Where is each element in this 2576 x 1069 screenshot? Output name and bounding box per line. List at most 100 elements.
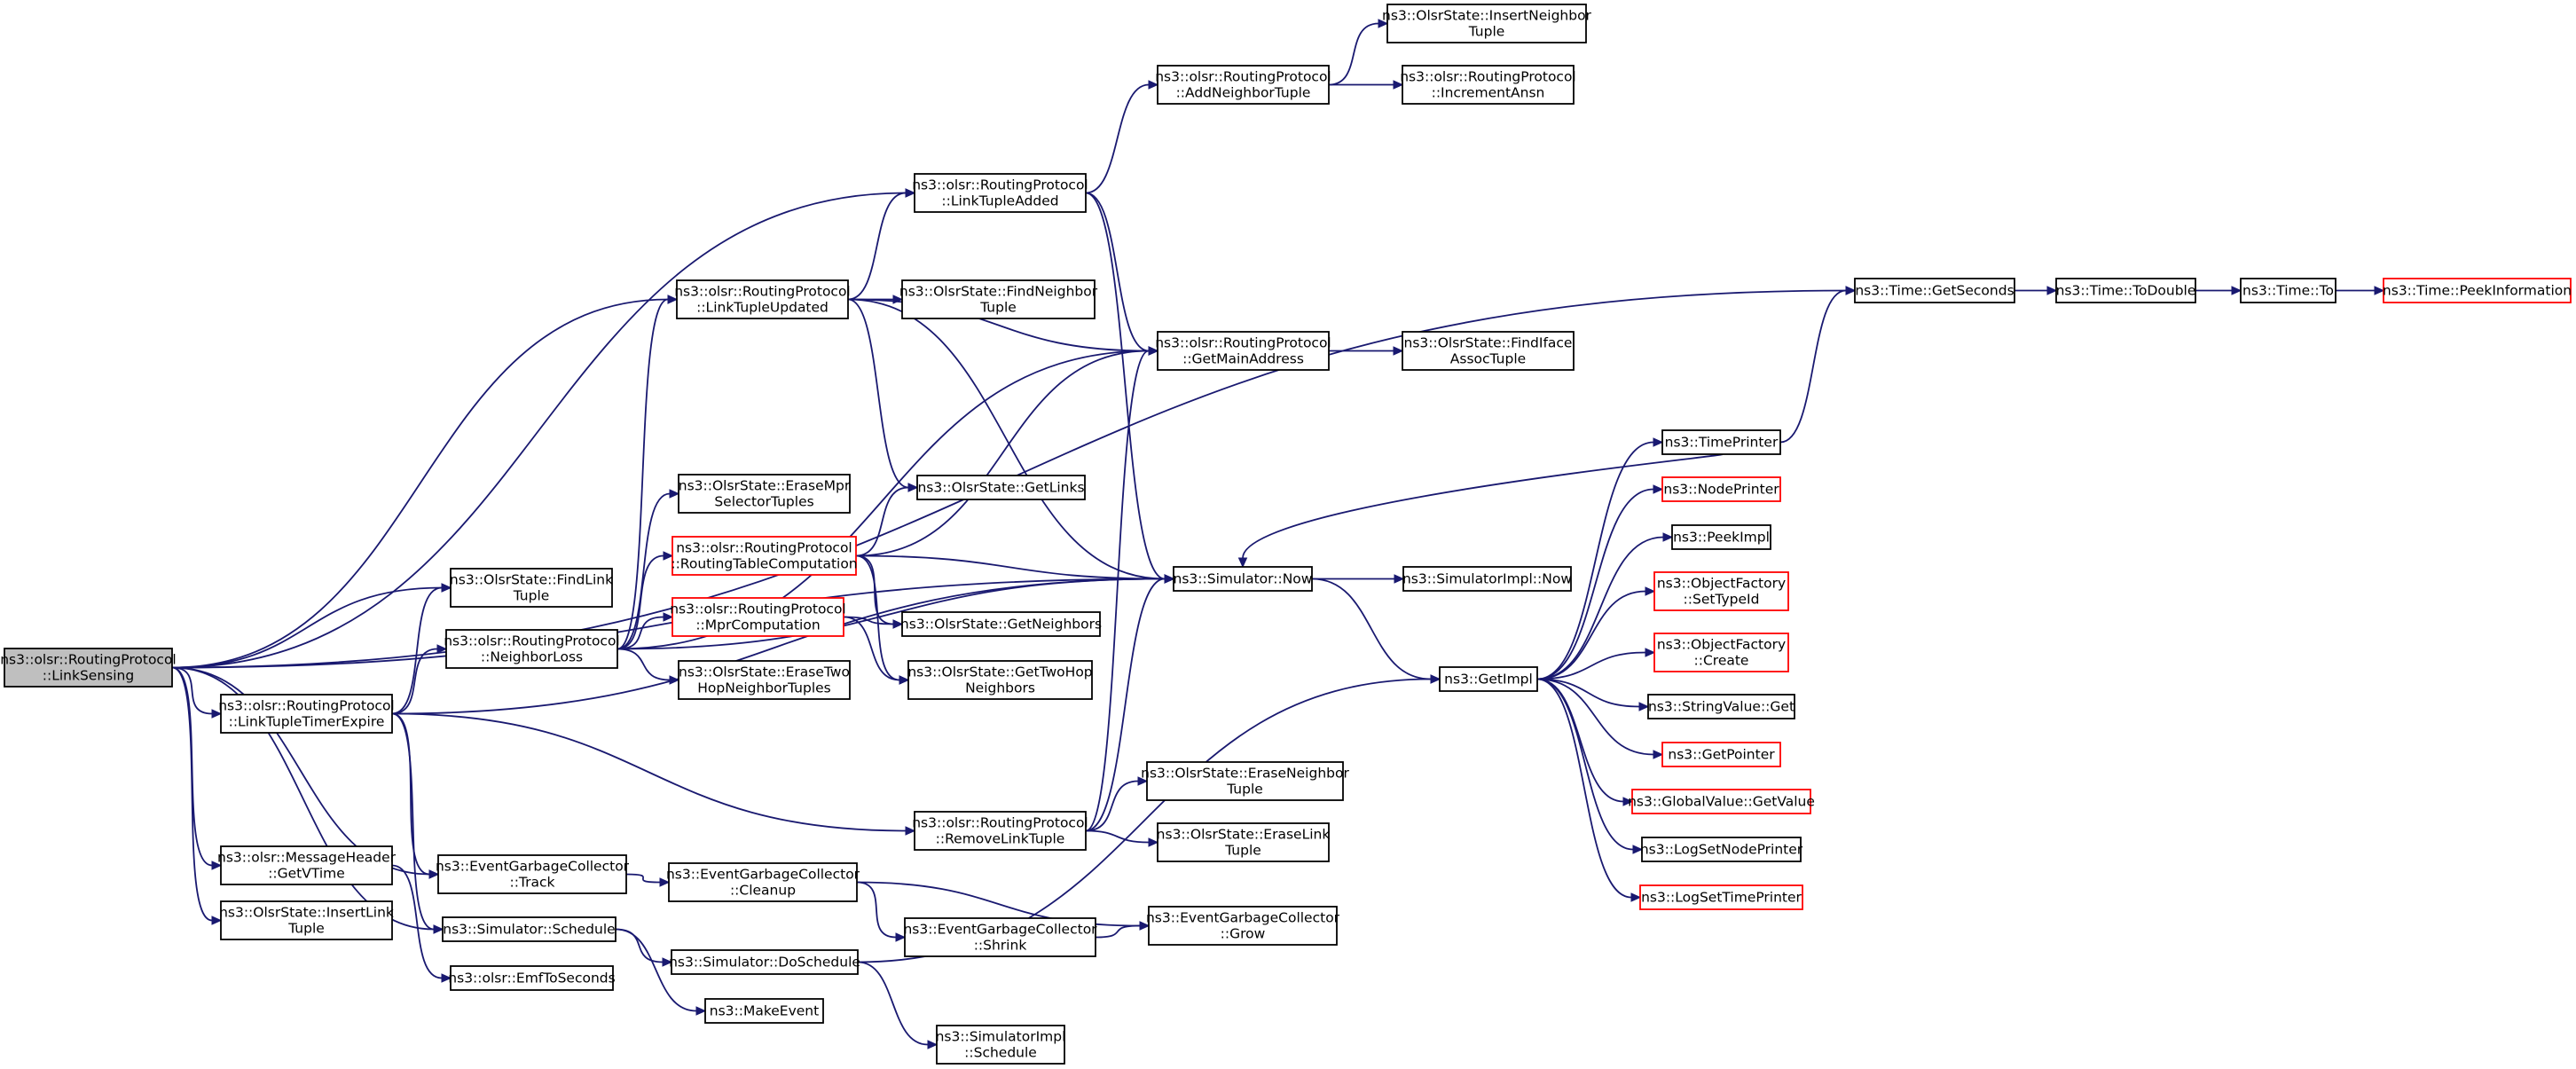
edge-line <box>171 666 213 922</box>
node-getlinks[interactable]: ns3::OlsrState::GetLinks <box>916 475 1086 500</box>
node-linktupleupdated[interactable]: ns3::olsr::RoutingProtocol::LinkTupleUpd… <box>674 279 851 319</box>
node-timegetseconds[interactable]: ns3::Time::GetSeconds <box>1854 278 2015 303</box>
node-globalvalue[interactable]: ns3::GlobalValue::GetValue <box>1628 789 1815 814</box>
node-incrementansn[interactable]: ns3::olsr::RoutingProtocol::IncrementAns… <box>1400 65 1576 105</box>
edge-getimpl-to-nodeprinter <box>1536 484 1664 680</box>
node-simdoschedule[interactable]: ns3::Simulator::DoSchedule <box>669 949 860 975</box>
edge-getvtime-to-emftoseconds <box>391 864 452 983</box>
edge-linksensing-to-getvtime <box>171 666 223 870</box>
node-box <box>1386 4 1587 43</box>
edge-line <box>625 873 661 884</box>
edge-routingtablecomputation-to-getmainaddress <box>855 346 1159 557</box>
node-box <box>1653 571 1789 611</box>
node-routingtablecomputation[interactable]: ns3::olsr::RoutingProtocol::RoutingTable… <box>671 536 858 576</box>
node-label-line: ns3::Time::To <box>2242 283 2334 299</box>
node-linktupleadded[interactable]: ns3::olsr::RoutingProtocol::LinkTupleAdd… <box>912 173 1088 213</box>
edge-simnow-to-getimpl <box>1311 578 1441 684</box>
edge-mprcomputation-to-gettwohop <box>843 616 910 685</box>
edge-arrowhead <box>2231 286 2242 295</box>
node-getneighbors[interactable]: ns3::OlsrState::GetNeighbors <box>900 611 1102 637</box>
node-logsetnode[interactable]: ns3::LogSetNodePrinter <box>1640 837 1803 862</box>
node-label-line: ns3::Simulator::DoSchedule <box>669 955 860 971</box>
node-nodeprinter[interactable]: ns3::NodePrinter <box>1661 476 1781 502</box>
node-linktupletimerexpire[interactable]: ns3::olsr::RoutingProtocol::LinkTupleTim… <box>218 694 395 734</box>
node-getmainaddress[interactable]: ns3::olsr::RoutingProtocol::GetMainAddre… <box>1155 331 1331 371</box>
node-label-line: ns3::olsr::RoutingProtocol <box>912 815 1088 831</box>
node-box <box>914 811 1087 851</box>
edge-line <box>615 928 664 963</box>
edge-routingtablecomputation-to-getlinks <box>855 483 919 557</box>
node-egccleanup[interactable]: ns3::EventGarbageCollector::Cleanup <box>666 862 860 902</box>
node-label-line: ns3::ObjectFactory <box>1657 637 1786 653</box>
node-box <box>1653 633 1789 672</box>
edge-timeto-to-peekinformation <box>2336 286 2385 295</box>
node-timetodouble[interactable]: ns3::Time::ToDouble <box>2055 278 2196 303</box>
edge-line <box>855 350 1150 557</box>
node-label-line: ns3::OlsrState::FindIface <box>1404 335 1573 351</box>
node-label-line: ns3::Time::PeekInformation <box>2383 283 2572 299</box>
node-label-line: ::IncrementAnsn <box>1432 85 1545 101</box>
node-label-line: ::RemoveLinkTuple <box>936 831 1065 847</box>
node-label-line: ns3::GlobalValue::GetValue <box>1628 794 1815 810</box>
node-timeprinter[interactable]: ns3::TimePrinter <box>1661 429 1781 455</box>
node-logsettime[interactable]: ns3::LogSetTimePrinter <box>1639 884 1803 910</box>
node-erasetwohop[interactable]: ns3::OlsrState::EraseTwoHopNeighborTuple… <box>678 660 851 700</box>
node-ofcreate[interactable]: ns3::ObjectFactory::Create <box>1653 633 1789 672</box>
edge-arrowhead <box>428 869 440 879</box>
node-egcgrow[interactable]: ns3::EventGarbageCollector::Grow <box>1146 906 1340 946</box>
edge-arrowhead <box>662 957 673 967</box>
node-neighborloss[interactable]: ns3::olsr::RoutingProtocol::NeighborLoss <box>444 629 620 669</box>
edge-arrowhead <box>1139 921 1151 931</box>
edge-line <box>1085 780 1139 832</box>
node-simimplnow[interactable]: ns3::SimulatorImpl::Now <box>1402 566 1572 592</box>
node-getvtime[interactable]: ns3::olsr::MessageHeader::GetVTime <box>217 845 397 885</box>
node-simnow[interactable]: ns3::Simulator::Now <box>1173 566 1313 592</box>
node-box <box>1157 331 1330 371</box>
edge-removelinktuple-to-simnow <box>1085 574 1175 832</box>
edge-timeprinter-to-timegetseconds <box>1779 286 1857 444</box>
edge-arrowhead <box>663 612 674 622</box>
node-timeto[interactable]: ns3::Time::To <box>2240 278 2336 303</box>
node-getimpl[interactable]: ns3::GetImpl <box>1439 666 1538 692</box>
node-peekimpl[interactable]: ns3::PeekImpl <box>1671 524 1771 550</box>
node-peekinformation[interactable]: ns3::Time::PeekInformation <box>2383 278 2572 303</box>
node-addneighbortuple[interactable]: ns3::olsr::RoutingProtocol::AddNeighborT… <box>1155 65 1331 105</box>
node-removelinktuple[interactable]: ns3::olsr::RoutingProtocol::RemoveLinkTu… <box>912 811 1088 851</box>
node-box <box>220 694 393 734</box>
node-egctrack[interactable]: ns3::EventGarbageCollector::Track <box>436 854 630 894</box>
node-label-line: ::NeighborLoss <box>481 649 583 665</box>
node-box <box>914 173 1087 213</box>
node-mprcomputation[interactable]: ns3::olsr::RoutingProtocol::MprComputati… <box>670 597 846 637</box>
node-simimplschedule[interactable]: ns3::SimulatorImpl::Schedule <box>936 1025 1066 1065</box>
node-linksensing[interactable]: ns3::olsr::RoutingProtocol::LinkSensing <box>0 648 177 688</box>
edge-linktupletimerexpire-to-neighborloss <box>391 644 448 715</box>
node-emftoseconds[interactable]: ns3::olsr::EmfToSeconds <box>448 965 616 991</box>
node-label-line: ::RoutingTableComputation <box>671 556 857 572</box>
node-egcshrink[interactable]: ns3::EventGarbageCollector::Shrink <box>903 917 1097 957</box>
edge-timegetseconds-to-timetodouble <box>2014 286 2058 295</box>
node-label-line: ns3::OlsrState::FindNeighbor <box>899 284 1098 300</box>
node-label-line: SelectorTuples <box>714 494 813 510</box>
edge-getimpl-to-peekimpl <box>1536 532 1674 680</box>
node-makeevent[interactable]: ns3::MakeEvent <box>704 998 824 1024</box>
node-ofsettypeid[interactable]: ns3::ObjectFactory::SetTypeId <box>1653 571 1789 611</box>
edge-linktupletimerexpire-to-egctrack <box>391 712 440 879</box>
node-label-line: ns3::olsr::EmfToSeconds <box>448 971 615 986</box>
edge-linksensing-to-insertlinktuple <box>171 666 223 925</box>
edge-arrowhead <box>659 877 671 887</box>
edge-arrowhead <box>695 1006 707 1016</box>
node-box <box>1402 65 1575 105</box>
node-getpointer[interactable]: ns3::GetPointer <box>1661 742 1781 767</box>
node-label-line: ns3::GetImpl <box>1444 672 1533 688</box>
node-stringvalueget[interactable]: ns3::StringValue::Get <box>1647 694 1795 719</box>
node-simschedule[interactable]: ns3::Simulator::Schedule <box>442 916 617 942</box>
